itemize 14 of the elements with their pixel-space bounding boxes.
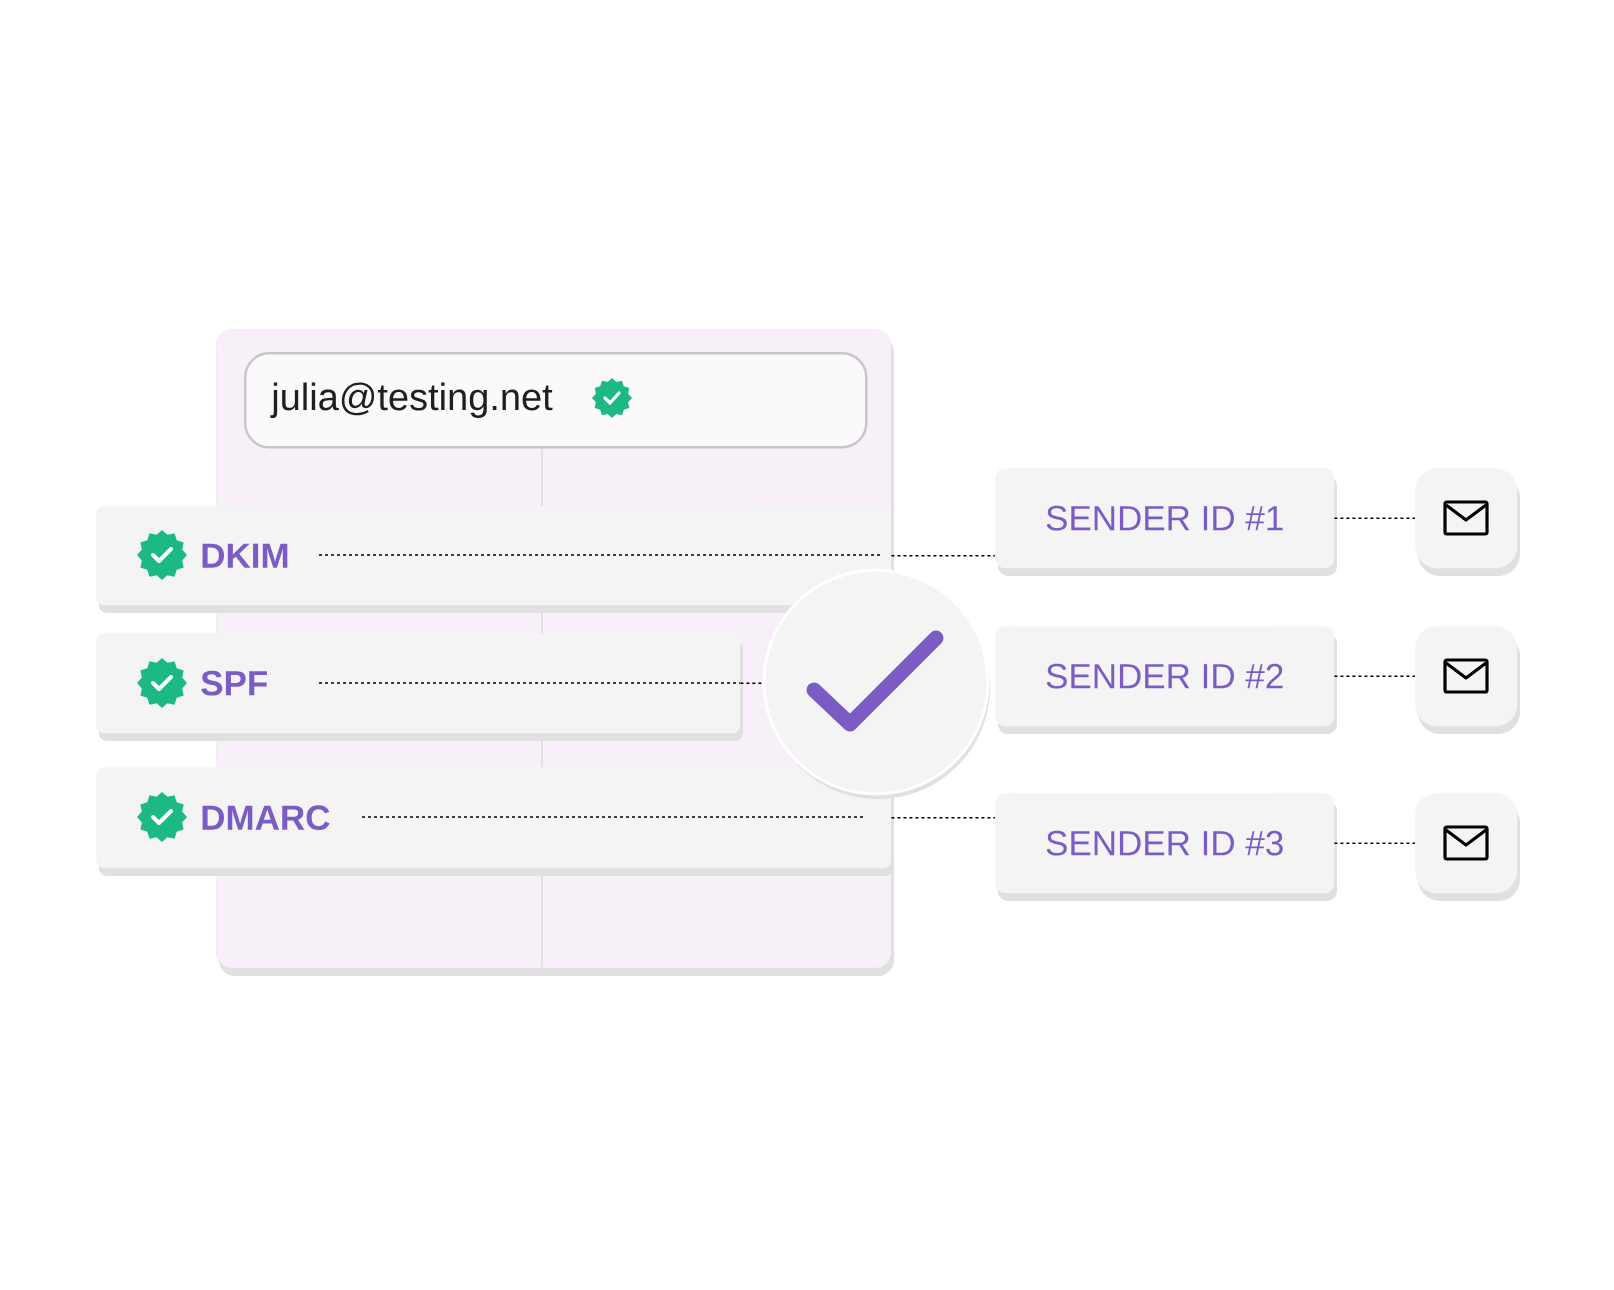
sender-id-box: SENDER ID #3 bbox=[995, 793, 1337, 901]
email-field: julia@testing.net bbox=[244, 352, 868, 449]
sender-id-box: SENDER ID #1 bbox=[995, 468, 1337, 576]
dotted-connector bbox=[1333, 842, 1416, 844]
dotted-connector bbox=[1333, 517, 1416, 519]
dotted-connector bbox=[890, 816, 996, 819]
checklist-row: DMARC bbox=[96, 767, 894, 876]
checklist-row: SPF bbox=[96, 633, 743, 741]
checkmark-circle bbox=[762, 568, 990, 799]
dotted-connector bbox=[890, 554, 996, 557]
sender-id-box: SENDER ID #2 bbox=[995, 626, 1337, 734]
checklist-row: DKIM bbox=[96, 506, 894, 613]
dotted-connector bbox=[739, 682, 764, 684]
dotted-connector bbox=[1333, 675, 1416, 677]
